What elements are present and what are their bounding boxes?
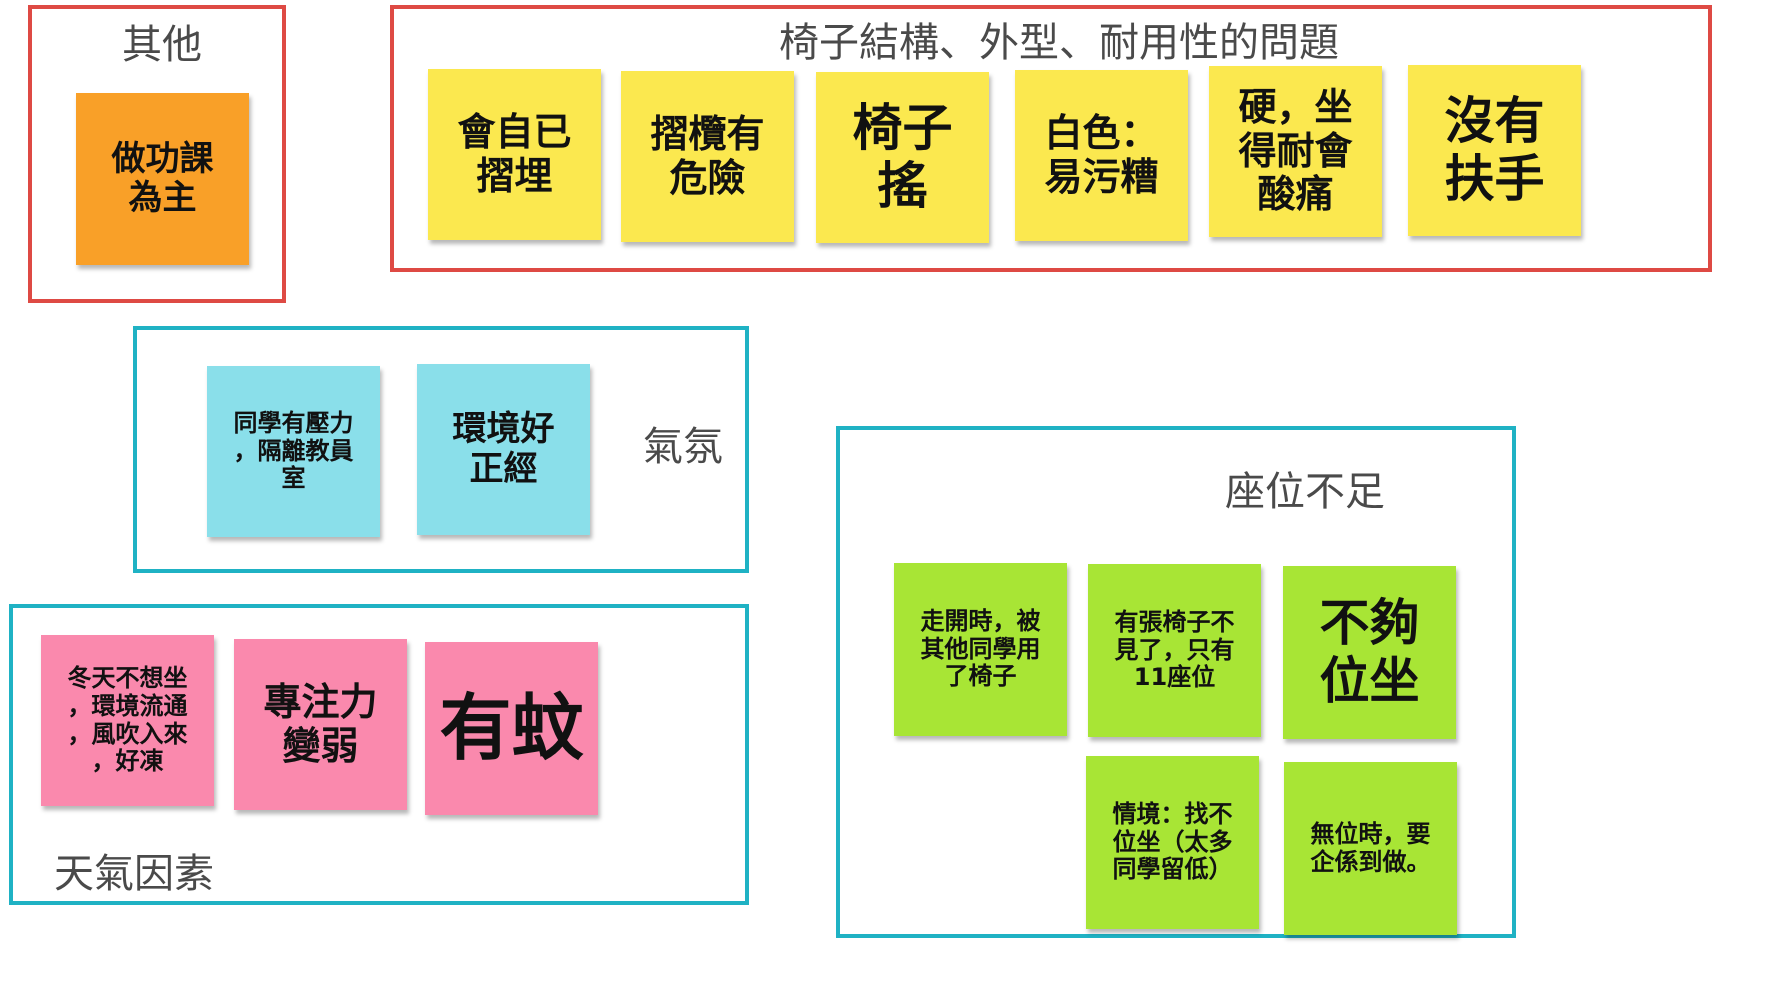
sticky-note[interactable]: 會自已 摺埋 [428,69,601,240]
group-seats-title: 座位不足 [1225,469,1385,515]
sticky-note[interactable]: 專注力 變弱 [234,639,407,810]
sticky-note[interactable]: 沒有 扶手 [1408,65,1581,236]
group-seats-frame [836,426,1516,938]
sticky-note[interactable]: 走開時，被 其他同學用 了椅子 [894,563,1067,736]
group-other-frame [28,5,286,303]
sticky-note[interactable]: 無位時，要 企係到做。 [1284,762,1457,935]
sticky-note[interactable]: 有張椅子不 見了，只有 11座位 [1088,564,1261,737]
sticky-note[interactable]: 摺欖有 危險 [621,71,794,242]
sticky-note[interactable]: 不夠 位坐 [1283,566,1456,739]
group-weather-frame [9,604,749,905]
sticky-note[interactable]: 環境好 正經 [417,364,590,535]
group-chair-frame [390,5,1712,272]
sticky-note[interactable]: 同學有壓力 ，隔離教員 室 [207,366,380,537]
sticky-note[interactable]: 冬天不想坐 ，環境流通 ，風吹入來 ，好凍 [41,635,214,806]
group-atmosphere-title: 氣氛 [643,424,723,470]
sticky-note[interactable]: 情境：找不 位坐（太多 同學留低） [1086,756,1259,929]
sticky-note[interactable]: 有蚊 [425,642,598,815]
sticky-note[interactable]: 硬，坐 得耐會 酸痛 [1209,66,1382,237]
group-weather-title: 天氣因素 [54,851,214,897]
sticky-note[interactable]: 做功課 為主 [76,93,249,265]
group-other-title: 其他 [122,22,202,68]
sticky-note[interactable]: 椅子 搖 [816,72,989,243]
group-atmosphere-frame [133,326,749,573]
group-chair-title: 椅子結構、外型、耐用性的問題 [779,20,1339,66]
sticky-note[interactable]: 白色： 易污糟 [1015,70,1188,241]
